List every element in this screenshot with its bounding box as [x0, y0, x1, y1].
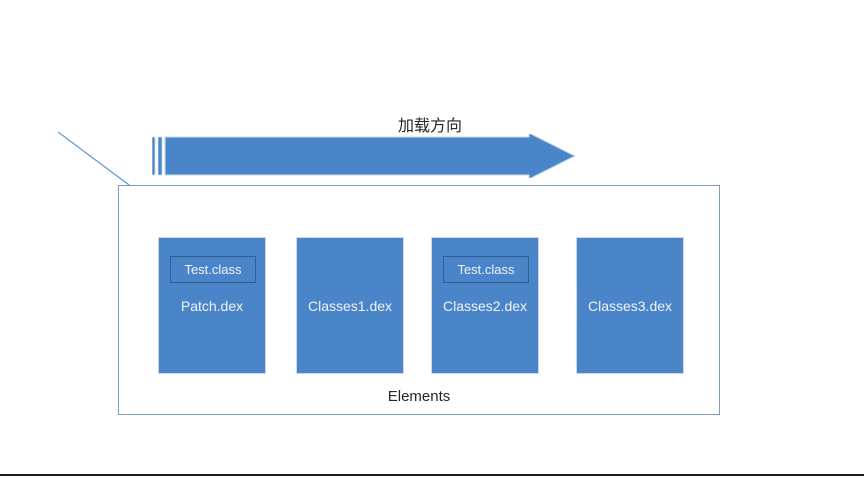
dex-boxes-row: Test.class Patch.dex Classes1.dex Test.c… — [158, 237, 684, 374]
dex-box-label: Classes2.dex — [442, 298, 528, 314]
class-chip-test[interactable]: Test.class — [443, 256, 529, 283]
bottom-divider — [0, 474, 864, 476]
dex-box-classes2[interactable]: Test.class Classes2.dex — [431, 237, 539, 374]
dex-box-label: Patch.dex — [180, 298, 244, 314]
dex-box-patch[interactable]: Test.class Patch.dex — [158, 237, 266, 374]
dex-box-label: Classes1.dex — [307, 298, 393, 314]
class-chip-test[interactable]: Test.class — [170, 256, 256, 283]
elements-container: Test.class Patch.dex Classes1.dex Test.c… — [118, 185, 720, 415]
dex-box-classes3[interactable]: Classes3.dex — [576, 237, 684, 374]
dex-box-label: Classes3.dex — [587, 298, 673, 314]
elements-container-label: Elements — [387, 388, 451, 405]
dex-box-classes1[interactable]: Classes1.dex — [296, 237, 404, 374]
right-block-arrow-icon — [152, 134, 684, 178]
flow-direction-label: 加载方向 — [397, 116, 462, 135]
